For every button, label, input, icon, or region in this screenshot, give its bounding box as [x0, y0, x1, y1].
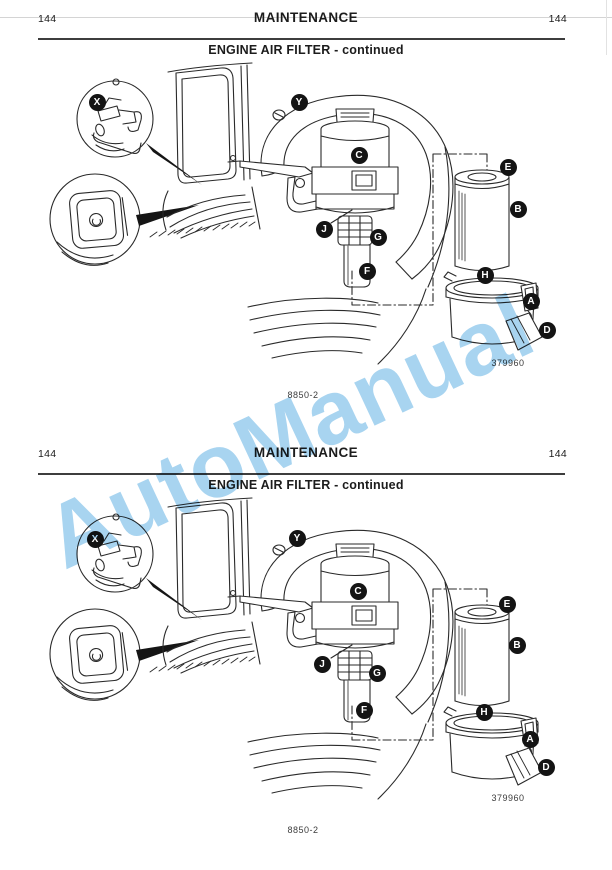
figure-drawing-number: 8850-2 — [287, 825, 319, 835]
callout-C: C — [350, 146, 368, 164]
scan-top-edge — [0, 17, 612, 18]
figure-image-number: 379960 — [491, 793, 525, 803]
header-rule — [38, 473, 565, 475]
callout-E: E — [499, 158, 517, 176]
header-rule — [38, 38, 565, 40]
callout-D: D — [537, 758, 555, 776]
callout-C: C — [349, 582, 367, 600]
callout-J: J — [315, 220, 333, 238]
page-section-bottom: 144 MAINTENANCE 144 ENGINE AIR FILTER - … — [0, 435, 612, 869]
callout-A: A — [522, 292, 540, 310]
line-art-diagram — [49, 62, 543, 365]
line-art-diagram — [49, 497, 543, 800]
callout-E: E — [498, 595, 516, 613]
callout-X: X — [88, 93, 106, 111]
figure-drawing-number: 8850-2 — [287, 390, 319, 400]
callout-B: B — [509, 200, 527, 218]
callout-H: H — [475, 703, 493, 721]
callout-G: G — [369, 228, 387, 246]
section-subtitle: ENGINE AIR FILTER - continued — [208, 478, 404, 492]
page-number-right: 144 — [548, 13, 567, 25]
callout-D: D — [538, 321, 556, 339]
callout-B: B — [508, 636, 526, 654]
scan-right-edge — [606, 0, 607, 55]
callout-X: X — [86, 530, 104, 548]
page-title: MAINTENANCE — [253, 10, 359, 25]
callout-F: F — [358, 262, 376, 280]
callout-Y: Y — [288, 529, 306, 547]
page-number-left: 144 — [38, 13, 57, 25]
callout-J: J — [313, 655, 331, 673]
page-number-right: 144 — [548, 448, 567, 460]
callout-F: F — [355, 701, 373, 719]
figure-image-number: 379960 — [491, 358, 525, 368]
callout-G: G — [368, 664, 386, 682]
callout-H: H — [476, 266, 494, 284]
page-title: MAINTENANCE — [253, 445, 359, 460]
callout-Y: Y — [290, 93, 308, 111]
section-subtitle: ENGINE AIR FILTER - continued — [208, 43, 404, 57]
page-section-top: 144 MAINTENANCE 144 ENGINE AIR FILTER - … — [0, 0, 612, 434]
callout-A: A — [521, 730, 539, 748]
page-number-left: 144 — [38, 448, 57, 460]
